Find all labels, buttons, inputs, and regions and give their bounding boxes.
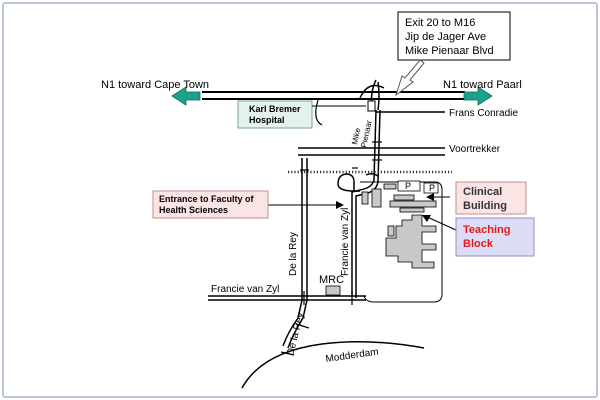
exit-callout [397,11,511,61]
clinical-callout [455,181,527,215]
n1-west-label: N1 toward Cape Town [101,79,209,91]
karl-bremer-line-1: Karl Bremer [249,104,301,114]
de-la-rey-road [282,158,308,349]
mrc-label: MRC [319,274,344,286]
entrance-arrow-icon [336,201,344,209]
clinical-line-2: Building [463,200,507,212]
clinical-arrow-icon [426,193,434,201]
exit-line-1: Exit 20 to M16 [405,17,475,29]
teaching-line-1: Teaching [463,224,510,236]
hospital-marker [367,100,376,112]
modderdam-road [241,341,425,389]
karl-bremer-line-2: Hospital [249,115,285,125]
n1-east-label: N1 toward Paarl [443,79,522,91]
mike-pienaar-label-2: Pienaar [359,119,374,148]
campus-boundary [360,181,443,303]
intersection-ticks [280,141,382,356]
frans-conradie-label: Frans Conradie [449,108,518,119]
modderdam-label: Modderdam [325,347,379,365]
campus-buildings [361,180,439,269]
francie-van-zyl-vertical-label: Francie van Zyl [340,208,351,276]
voortrekker-label: Voortrekker [449,144,501,155]
teaching-arrow-icon [422,215,431,222]
karl-bremer-callout [237,100,313,129]
teaching-callout [455,217,535,257]
exit-pointer-icon [395,59,425,97]
exit-line-2: Jip de Jager Ave [405,31,486,43]
entrance-loop [337,172,379,192]
arrow-right-icon [463,86,493,106]
entrance-line-2: Health Sciences [159,205,228,215]
exit-line-3: Mike Pienaar Blvd [405,45,494,57]
mike-pienaar-label-1: Mike [350,126,362,145]
entrance-line-1: Entrance to Faculty of [159,194,255,204]
arrow-left-icon [171,86,201,106]
mrc-building [325,285,341,296]
entrance-callout [152,190,269,219]
clinical-line-1: Clinical [463,186,502,198]
francie-van-zyl-horizontal-road [208,295,366,301]
voortrekker-road [298,147,445,156]
parking-label-2: P [429,183,435,193]
hospital-access-road [315,99,323,126]
teaching-line-2: Block [463,238,494,250]
parking-label-1: P [405,181,411,191]
n1-highway [202,91,465,100]
de-la-rey-north-label: De la Rey [288,232,299,276]
francie-van-zyl-horizontal-label: Francie van Zyl [211,284,279,295]
